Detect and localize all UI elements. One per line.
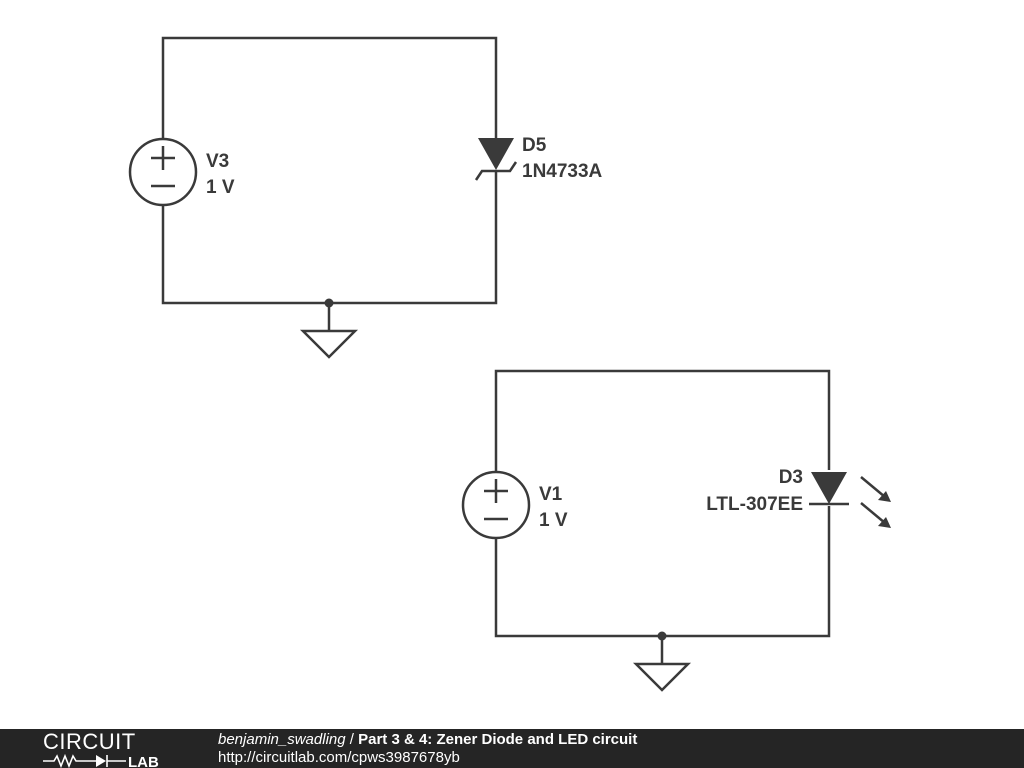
ground-icon: [632, 662, 692, 692]
d5-value-label: 1N4733A: [522, 161, 603, 182]
junction-dot: [324, 298, 334, 308]
v1-value-label: 1 V: [539, 510, 568, 531]
v3-value-label: 1 V: [206, 177, 235, 198]
logo-resistor-icon: [43, 753, 96, 768]
author-link[interactable]: benjamin_swadling: [218, 731, 346, 748]
separator: /: [345, 731, 359, 748]
circuit-zener: V3 1 V D5 1N4733A: [128, 36, 603, 359]
svg-text:CIRCUIT: CIRCUIT: [43, 729, 136, 754]
footer-bar: CIRCUIT LAB benjamin_swadling / Part 3 &…: [0, 729, 1024, 768]
d3-value-label: LTL-307EE: [706, 494, 803, 515]
voltage-source-icon: [128, 137, 198, 207]
led-icon: [809, 470, 891, 528]
circuit-title: Part 3 & 4: Zener Diode and LED circuit: [358, 731, 638, 748]
footer-title-line: benjamin_swadling / Part 3 & 4: Zener Di…: [218, 731, 637, 749]
circuit-led: V1 1 V D3 LTL-307EE: [461, 369, 891, 692]
logo-diode-icon: [96, 755, 106, 767]
v1-ref-label: V1: [539, 484, 563, 505]
d3-ref-label: D3: [779, 467, 803, 488]
voltage-source-icon: [461, 470, 531, 540]
zener-diode-icon: [474, 138, 518, 181]
ground-icon: [299, 329, 359, 359]
junction-dot: [657, 631, 667, 641]
d5-ref-label: D5: [522, 135, 547, 156]
svg-text:LAB: LAB: [128, 754, 159, 768]
circuitlab-logo[interactable]: CIRCUIT LAB: [40, 729, 180, 768]
circuit-url-link[interactable]: http://circuitlab.com/cpws3987678yb: [218, 749, 460, 766]
v3-ref-label: V3: [206, 151, 229, 172]
schematic-canvas: V3 1 V D5 1N4733A V1 1 V D3: [128, 36, 891, 692]
